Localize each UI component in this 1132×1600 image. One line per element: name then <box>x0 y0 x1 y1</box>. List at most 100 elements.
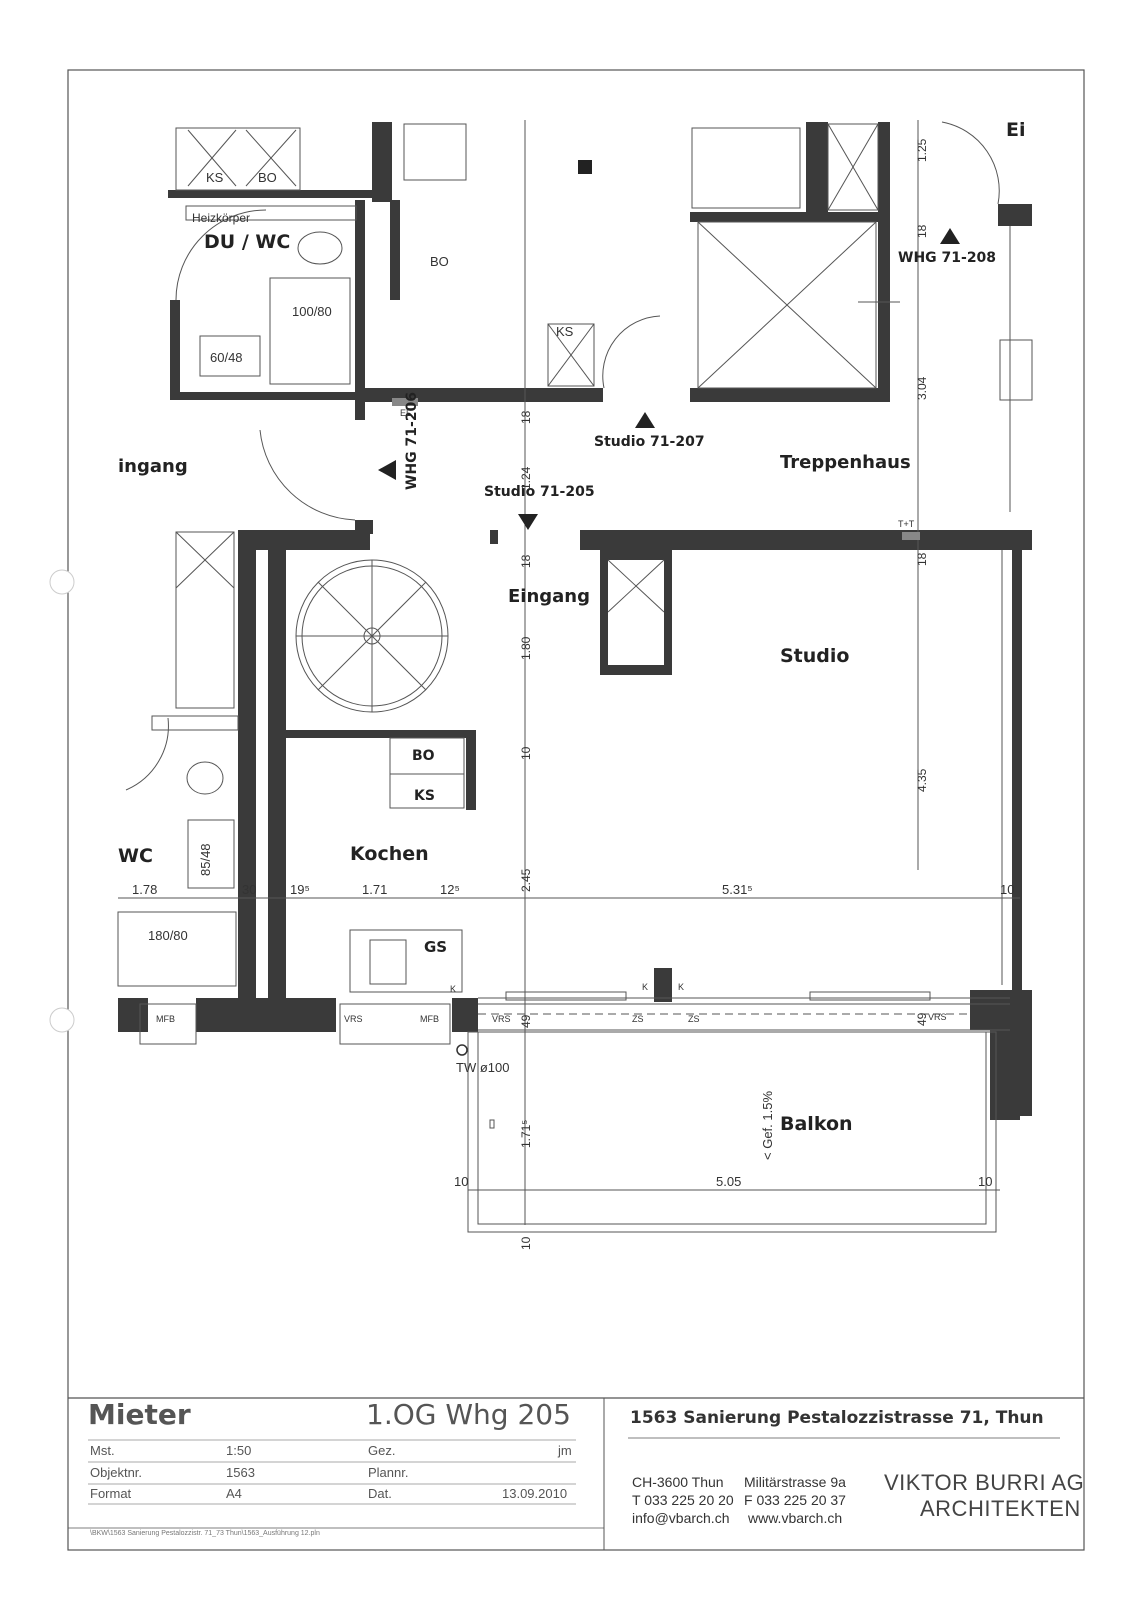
unit-whg-71-208: WHG 71-208 <box>898 250 996 266</box>
room-ein-top: Ei <box>1006 119 1026 141</box>
tb-dat-label: Dat. <box>368 1486 392 1501</box>
el-box <box>392 398 418 406</box>
dim-18b: 18 <box>519 410 533 424</box>
dim-18d: 18 <box>915 552 929 566</box>
label-shower-size: 100/80 <box>292 304 332 319</box>
thin-lines <box>117 120 1033 1233</box>
label-k-right: K <box>678 982 684 992</box>
tb-gez-label: Gez. <box>368 1443 396 1458</box>
dim-1-25: 1.25 <box>915 138 929 162</box>
dim-2-45: 2.45 <box>519 868 533 892</box>
arrow-studio-207 <box>635 412 655 428</box>
room-balkon: Balkon <box>780 1113 853 1135</box>
dim-1-715: 1.71⁵ <box>519 1120 533 1148</box>
dim-195: 19⁵ <box>290 882 310 897</box>
label-k-left: K <box>450 984 456 994</box>
room-eingang-center: Eingang <box>508 586 590 607</box>
dim-125: 12⁵ <box>440 882 460 897</box>
tb-phone: T 033 225 20 20 <box>632 1492 734 1508</box>
room-du-wc: DU / WC <box>204 231 290 253</box>
label-heizkoerper: Heizkörper <box>192 211 250 225</box>
dim-30: 30 <box>242 882 256 897</box>
dim-10c: 10 <box>1000 882 1014 897</box>
dim-18c: 18 <box>519 554 533 568</box>
dim-5-315: 5.31⁵ <box>722 882 753 897</box>
column-marker <box>578 160 592 174</box>
label-ks-kitchen: KS <box>414 788 435 804</box>
punch-hole <box>49 569 75 595</box>
dim-4-35: 4.35 <box>915 768 929 792</box>
label-vrs-right: VRS <box>928 1012 947 1022</box>
arrow-whg-208 <box>940 228 960 244</box>
arrow-studio-205 <box>518 514 538 530</box>
room-kochen: Kochen <box>350 843 429 865</box>
label-k-center: K <box>642 982 648 992</box>
tb-web: www.vbarch.ch <box>748 1510 843 1526</box>
sheet-frame <box>67 69 1085 1551</box>
tt-box <box>902 532 920 540</box>
dim-1-80: 1.80 <box>519 636 533 660</box>
tb-mst-value: 1:50 <box>226 1443 252 1458</box>
tb-mst-label: Mst. <box>90 1443 115 1458</box>
punch-hole <box>49 1007 75 1033</box>
label-zs-right: ZS <box>688 1014 700 1024</box>
tb-fax: F 033 225 20 37 <box>744 1492 846 1508</box>
dim-1-24: 1.24 <box>519 466 533 490</box>
dim-18a: 18 <box>915 224 929 238</box>
room-eingang-left: ingang <box>118 456 188 477</box>
tw-symbol <box>456 1044 468 1056</box>
arrow-whg-206 <box>378 460 396 480</box>
tb-gez-value: jm <box>558 1443 572 1458</box>
tb-format-label: Format <box>90 1486 132 1501</box>
dim-3-04: 3.04 <box>915 376 929 400</box>
tb-format-value: A4 <box>226 1486 242 1501</box>
label-tw: TW ø100 <box>456 1060 509 1075</box>
dim-10d: 10 <box>454 1174 468 1189</box>
dim-1-71: 1.71 <box>362 882 387 897</box>
label-bath-size: 180/80 <box>148 928 188 943</box>
tb-firm-sub: ARCHITEKTEN <box>920 1496 1081 1521</box>
walls <box>118 122 1032 1120</box>
dim-10a: 10 <box>519 746 533 760</box>
dim-1-78: 1.78 <box>132 882 157 897</box>
tb-filepath: \BKW\1563 Sanierung Pestalozzistr. 71_73… <box>90 1530 320 1537</box>
dim-49a: 49 <box>519 1014 533 1028</box>
dim-10b: 10 <box>519 1236 533 1250</box>
label-sink-85-48: 85/48 <box>198 843 213 876</box>
label-bo-upper: BO <box>430 254 449 269</box>
label-ks-top: KS <box>206 170 224 185</box>
unit-studio-71-205: Studio 71-205 <box>484 484 595 500</box>
tb-addr-street: Militärstrasse 9a <box>744 1474 846 1490</box>
tb-dat-value: 13.09.2010 <box>502 1486 568 1501</box>
dim-10e: 10 <box>978 1174 992 1189</box>
unit-whg-71-206: WHG 71-206 <box>404 392 420 490</box>
label-vrs-left: VRS <box>344 1014 363 1024</box>
label-gs: GS <box>424 938 447 956</box>
dim-5-05: 5.05 <box>716 1174 741 1189</box>
label-vrs-center: VRS <box>492 1014 511 1024</box>
tb-plannr-label: Plannr. <box>368 1465 409 1480</box>
title-block-lines <box>68 1397 1084 1550</box>
tb-mieter: Mieter <box>88 1398 191 1431</box>
label-el: EL <box>400 408 411 418</box>
tb-project: 1563 Sanierung Pestalozzistrasse 71, Thu… <box>630 1408 1044 1428</box>
tb-email: info@vbarch.ch <box>632 1510 730 1526</box>
label-gefaelle: < Gef. 1.5% <box>760 1091 775 1160</box>
tb-firm-name: VIKTOR BURRI AG <box>884 1470 1085 1495</box>
tb-plan-title: 1.OG Whg 205 <box>366 1398 571 1431</box>
label-bo-top: BO <box>258 170 277 185</box>
label-bo-kitchen: BO <box>412 748 435 764</box>
dim-49b: 49 <box>915 1012 929 1026</box>
room-wc: WC <box>118 845 153 867</box>
tb-objektnr-label: Objektnr. <box>90 1465 143 1480</box>
unit-studio-71-207: Studio 71-207 <box>594 434 705 450</box>
tb-objektnr-value: 1563 <box>226 1465 255 1480</box>
room-treppenhaus: Treppenhaus <box>780 452 911 473</box>
label-ks-upper: KS <box>556 324 574 339</box>
label-zs-left: ZS <box>632 1014 644 1024</box>
label-sink-size: 60/48 <box>210 350 243 365</box>
room-studio: Studio <box>780 645 849 667</box>
label-mfb-left: MFB <box>156 1014 175 1024</box>
label-mfb-right: MFB <box>420 1014 439 1024</box>
